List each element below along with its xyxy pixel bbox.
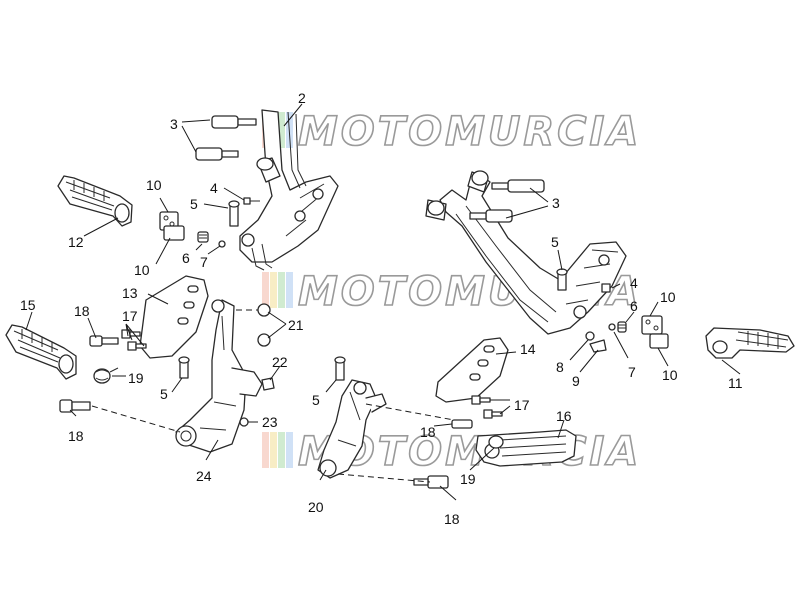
part-bushing-21-lower <box>257 333 271 347</box>
part-ball-7-left <box>218 240 226 248</box>
callout-2: 2 <box>298 90 306 106</box>
callout-16: 16 <box>556 408 572 424</box>
callout-5: 5 <box>312 392 320 408</box>
callout-13: 13 <box>122 285 138 301</box>
callout-6: 6 <box>630 298 638 314</box>
callout-10: 10 <box>134 262 150 278</box>
part-bolt-18-bottom <box>413 475 449 489</box>
part-footpeg-right <box>705 327 795 359</box>
watermark-top: MOTOMURCIA <box>262 108 641 156</box>
callout-7: 7 <box>628 364 636 380</box>
part-spring-6-left <box>197 231 209 243</box>
part-spring-19-right <box>488 435 504 449</box>
part-bolt-18-upper-left <box>89 335 119 347</box>
part-footpeg-left-lower <box>5 324 77 380</box>
callout-5: 5 <box>551 234 559 250</box>
callout-6: 6 <box>182 250 190 266</box>
callout-8: 8 <box>556 359 564 375</box>
part-spring-6-right <box>617 321 627 333</box>
part-rear-frame-bracket-left <box>239 109 339 271</box>
callout-17: 17 <box>514 397 530 413</box>
callout-20: 20 <box>308 499 324 515</box>
watermark-text: MOTOMURCIA <box>298 109 641 155</box>
callout-7: 7 <box>200 254 208 270</box>
part-spacer-bushing-left <box>256 157 281 183</box>
callout-3: 3 <box>552 195 560 211</box>
callout-10: 10 <box>146 177 162 193</box>
callout-19: 19 <box>128 370 144 386</box>
callout-18: 18 <box>420 424 436 440</box>
part-ball-7-right <box>608 323 616 331</box>
part-clip-9 <box>589 339 607 353</box>
callout-15: 15 <box>20 297 36 313</box>
part-footpeg-bracket-left <box>175 299 263 453</box>
part-bolt-18-center <box>451 419 473 429</box>
callout-23: 23 <box>262 414 278 430</box>
leader-lines <box>25 103 741 501</box>
callout-17: 17 <box>122 308 138 324</box>
callout-4: 4 <box>210 180 218 196</box>
callout-3: 3 <box>170 116 178 132</box>
part-bolt-17-right-a <box>471 395 491 405</box>
part-plate-10-upper-right <box>641 315 663 335</box>
callout-24: 24 <box>196 468 212 484</box>
part-bolt-3-upper-left <box>211 115 257 129</box>
part-bolt-17-left-b <box>127 341 147 351</box>
callout-5: 5 <box>190 196 198 212</box>
callout-11: 11 <box>728 375 743 391</box>
part-nut-22 <box>261 377 275 391</box>
callout-10: 10 <box>662 367 678 383</box>
part-footpeg-bracket-right <box>317 379 387 479</box>
axis-line-center <box>365 403 455 421</box>
part-screw-23 <box>239 417 249 427</box>
axis-line-bottom <box>337 473 431 483</box>
part-bolt-3-lower-left <box>195 147 239 161</box>
part-bolt-17-right-b <box>483 409 503 419</box>
axis-line-lower-left <box>91 405 181 433</box>
callout-21: 21 <box>288 317 304 333</box>
part-plate-10-lower-left <box>163 225 185 241</box>
part-pin-5-lower-left <box>178 356 190 379</box>
part-washer-8 <box>585 331 595 341</box>
callout-18: 18 <box>444 511 460 527</box>
part-screw-4-right <box>601 283 611 293</box>
part-footpeg-right-lower <box>475 429 577 467</box>
callout-5: 5 <box>160 386 168 402</box>
part-screw-4-left <box>243 197 260 205</box>
part-plate-10-lower-right <box>649 333 669 349</box>
part-spring-19-left <box>93 367 119 384</box>
part-bushing-21-upper <box>257 303 271 317</box>
callout-labels: 2 3 3 4 4 5 5 5 5 6 6 7 7 8 9 10 10 10 1… <box>20 90 743 527</box>
part-spacer-bushing-right-a <box>467 170 489 193</box>
callout-10: 10 <box>660 289 676 305</box>
part-footpeg-left-upper <box>57 175 133 227</box>
part-pin-5-right <box>556 268 568 291</box>
part-pin-5-lower-center <box>334 356 346 381</box>
callout-9: 9 <box>572 373 580 389</box>
callout-14: 14 <box>520 341 536 357</box>
callout-4: 4 <box>630 275 638 291</box>
part-bolt-3-upper-right <box>491 179 545 193</box>
callout-18: 18 <box>68 428 84 444</box>
part-bolt-18-lower-left <box>59 399 91 413</box>
part-spacer-bushing-right-b <box>425 199 447 221</box>
part-heel-guard-right <box>435 337 509 403</box>
callout-22: 22 <box>272 354 288 370</box>
part-heel-guard-left <box>139 275 209 359</box>
callout-18: 18 <box>74 303 90 319</box>
callout-19: 19 <box>460 471 476 487</box>
part-pin-5-upper-left <box>228 200 240 227</box>
callout-12: 12 <box>68 234 84 250</box>
